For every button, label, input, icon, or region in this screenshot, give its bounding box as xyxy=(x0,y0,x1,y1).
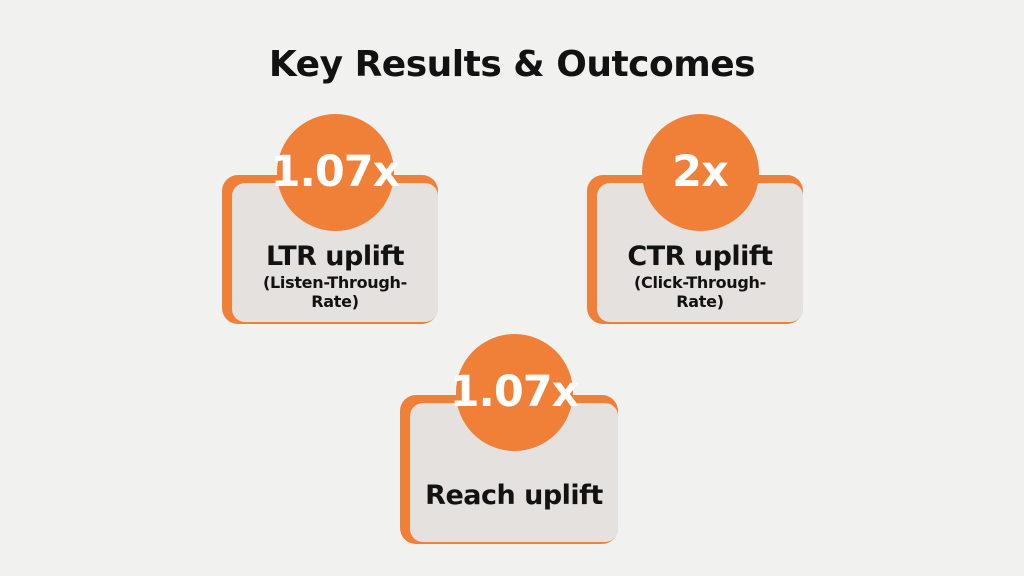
metric-circle: 2x xyxy=(641,114,759,231)
metric-circle: 1.07x xyxy=(450,334,579,451)
metric-card-reach: 1.07x Reach uplift xyxy=(400,334,618,544)
card-content: CTR uplift (Click-Through- Rate) xyxy=(602,231,798,320)
page-title: Key Results & Outcomes xyxy=(268,44,756,85)
metric-title: LTR uplift xyxy=(265,240,405,272)
metric-value: 1.07x xyxy=(449,367,580,417)
metric-subtitle-line: Rate) xyxy=(676,291,724,311)
metric-card-ctr: 2x CTR uplift (Click-Through- Rate) xyxy=(587,114,803,324)
metric-subtitle-line: (Listen-Through- xyxy=(263,272,407,292)
metric-subtitle-line: (Click-Through- xyxy=(633,272,766,292)
metric-title: Reach uplift xyxy=(425,479,603,511)
metric-subtitle-line: Rate) xyxy=(311,291,359,311)
metric-circle: 1.07x xyxy=(271,114,400,231)
metric-value: 1.07x xyxy=(270,147,401,197)
metric-value: 2x xyxy=(672,147,729,197)
metric-title: CTR uplift xyxy=(627,240,773,272)
metric-card-ltr: 1.07x LTR uplift (Listen-Through- Rate) xyxy=(222,114,438,324)
card-content: Reach uplift xyxy=(415,451,613,540)
card-content: LTR uplift (Listen-Through- Rate) xyxy=(237,231,433,320)
